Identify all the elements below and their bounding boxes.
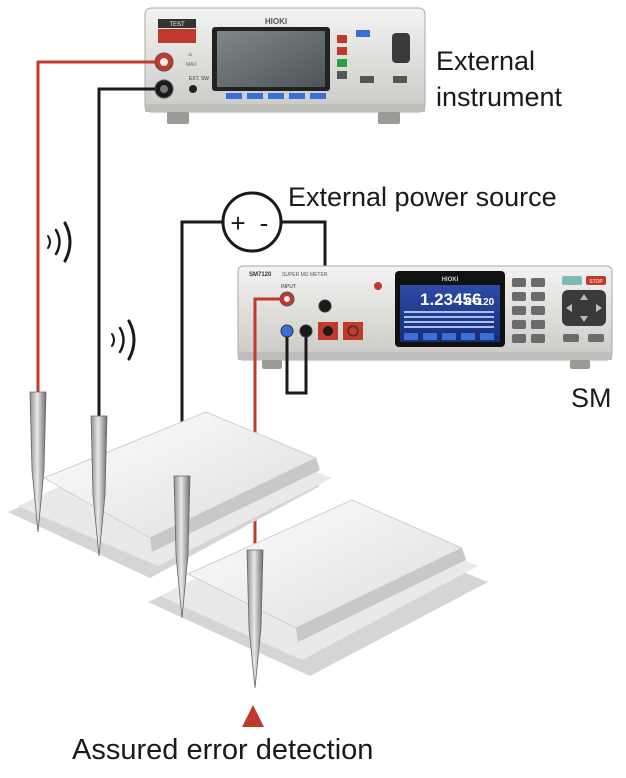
meter-softkeys bbox=[404, 333, 494, 340]
signal-wave-icon bbox=[111, 319, 136, 361]
caption-assured-error-detection: Assured error detection bbox=[72, 734, 374, 766]
meter-input-label: INPUT bbox=[281, 284, 296, 290]
meter-brand: HIOKI bbox=[442, 277, 459, 283]
signal-wave-icon bbox=[47, 221, 72, 263]
meter-ground-terminal bbox=[299, 324, 313, 338]
meter-screen-text-lines bbox=[404, 311, 494, 328]
svg-text:MAX: MAX bbox=[186, 62, 198, 68]
sm-meter: SM7120 SUPER MΩ METER INPUT HIOKI 1.2345… bbox=[237, 265, 613, 369]
meter-cursor-pad[interactable] bbox=[562, 290, 606, 326]
svg-text:⚠: ⚠ bbox=[188, 52, 193, 58]
guard-loop-wire bbox=[285, 337, 308, 395]
ext-sw-label: EXT. SW bbox=[189, 76, 209, 82]
label-sm: SM bbox=[571, 383, 612, 413]
probe-1 bbox=[29, 391, 47, 533]
meter-indicator bbox=[374, 282, 382, 290]
meter-model-subtitle: SUPER MΩ METER bbox=[282, 272, 328, 278]
meter-reading: 1.23456 bbox=[420, 290, 481, 309]
label-external-power-source: External power source bbox=[288, 182, 557, 212]
meter-output-black bbox=[323, 326, 333, 336]
external-instrument: TEST ⚠ MAX EXT. SW HIOKI bbox=[144, 7, 426, 124]
probe-2 bbox=[90, 415, 108, 557]
black-lead-wire bbox=[97, 87, 155, 418]
power-source-symbol bbox=[221, 191, 283, 253]
red-lead-wire bbox=[36, 60, 155, 395]
meter-foot bbox=[262, 360, 282, 369]
instrument-foot bbox=[167, 112, 189, 124]
meter-screen bbox=[400, 285, 500, 342]
instrument-brand: HIOKI bbox=[265, 17, 287, 26]
meter-foot bbox=[570, 360, 590, 369]
label-external-instrument-line1: External bbox=[436, 46, 536, 76]
label-external-instrument-line2: instrument bbox=[436, 82, 563, 112]
meter-model: SM7120 bbox=[249, 272, 272, 278]
instrument-foot bbox=[378, 112, 400, 124]
probe-4 bbox=[246, 549, 264, 689]
probe-3 bbox=[173, 475, 191, 619]
instrument-screen bbox=[217, 31, 325, 87]
meter-keypad bbox=[512, 278, 545, 343]
meter-reading-exponent: E+120 bbox=[465, 297, 495, 308]
meter-stop-button[interactable] bbox=[586, 276, 606, 285]
test-label: TEST bbox=[169, 22, 185, 28]
ext-sw-jack bbox=[189, 85, 197, 93]
power-minus: - bbox=[260, 208, 269, 238]
warning-triangle-icon bbox=[242, 705, 264, 727]
rotary-knob bbox=[392, 33, 410, 63]
instrument-softkeys bbox=[226, 93, 326, 99]
power-wire-left bbox=[180, 220, 222, 478]
test-button[interactable] bbox=[158, 29, 196, 43]
meter-guard-terminal bbox=[280, 324, 294, 338]
meter-start-button[interactable] bbox=[562, 276, 582, 285]
meter-stop-label: STOP bbox=[589, 279, 603, 285]
meter-power-terminal bbox=[318, 299, 332, 313]
power-plus: + bbox=[230, 208, 245, 238]
meter-output-red bbox=[347, 325, 359, 337]
